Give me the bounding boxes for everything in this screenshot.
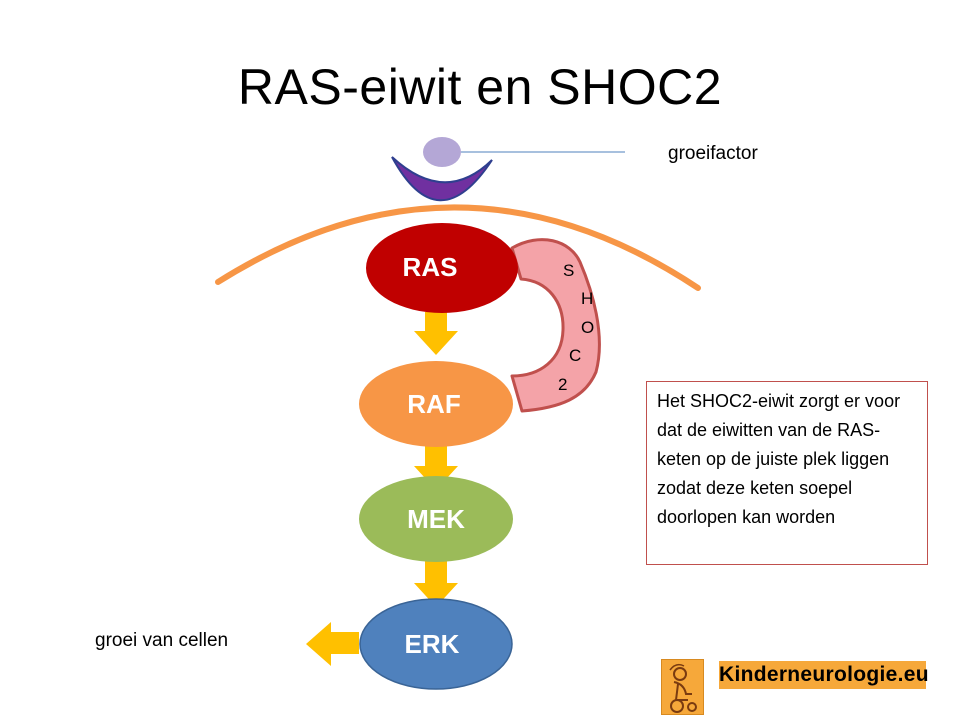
mek-node (359, 476, 513, 562)
growth-factor-label: groeifactor (668, 143, 758, 164)
growth-factor-molecule (423, 137, 461, 167)
shoc2-letter-h: H (581, 289, 593, 308)
cell-growth-label: groei van cellen (95, 630, 229, 651)
logo[interactable]: Kinderneurologie.eu (661, 659, 931, 715)
ras-node (366, 223, 518, 313)
shoc2-letter-s: S (563, 261, 574, 280)
logo-icon (661, 659, 704, 715)
erk-node (359, 598, 513, 690)
logo-text: Kinderneurologie.eu (719, 661, 929, 689)
shoc2-letter-2: 2 (558, 375, 567, 394)
shoc2-letter-c: C (569, 346, 581, 365)
arrow-raf-to-mek (414, 445, 458, 490)
arrow-erk-to-growth (306, 622, 359, 666)
shoc2-info-box: Het SHOC2-eiwit zorgt er voor dat de eiw… (646, 381, 928, 565)
arrow-ras-to-raf (414, 312, 458, 355)
receptor (391, 156, 493, 202)
shoc2-protein (510, 238, 601, 413)
slide-title: RAS-eiwit en SHOC2 (237, 59, 723, 115)
raf-node-label: RAF (407, 389, 460, 419)
cell-membrane (215, 204, 701, 291)
ras-node-label: RAS (403, 252, 458, 282)
shoc2-letter-o: O (581, 318, 594, 337)
raf-node (359, 361, 513, 447)
erk-node-label: ERK (405, 629, 460, 659)
arrow-mek-to-erk (414, 561, 458, 607)
mek-node-label: MEK (407, 504, 465, 534)
